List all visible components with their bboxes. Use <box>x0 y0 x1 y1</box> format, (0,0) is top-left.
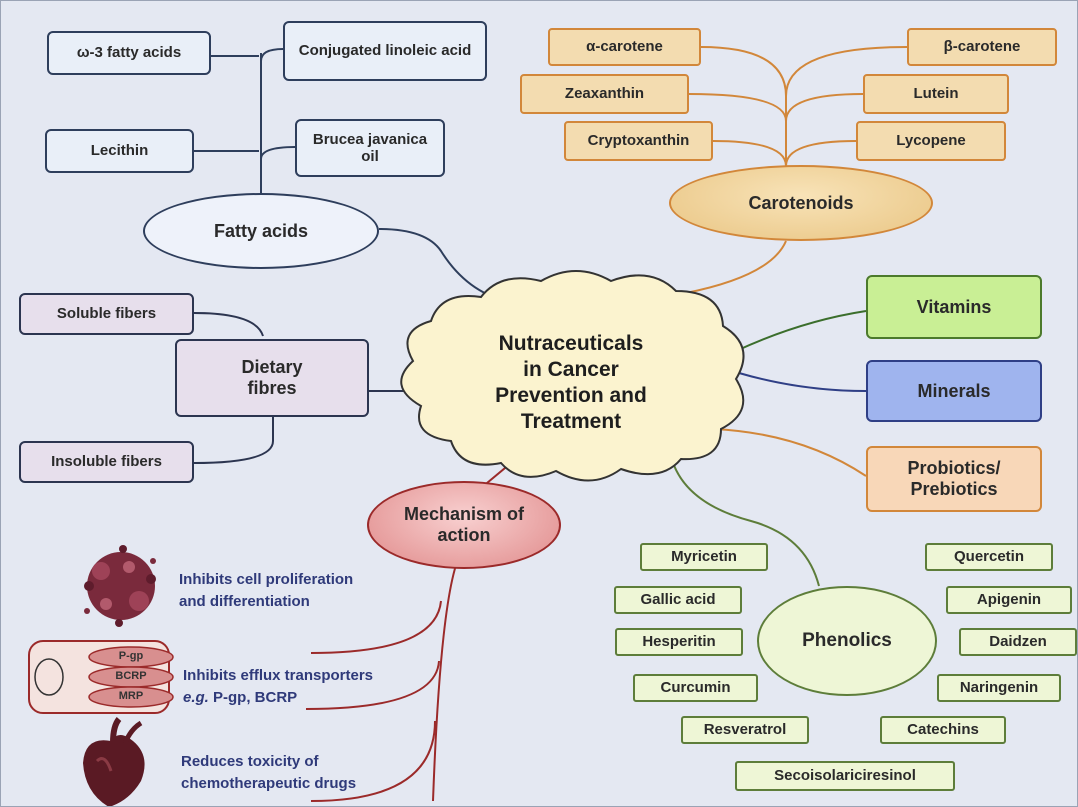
mechanism-item-2: Inhibits efflux transporters e.g. P-gp, … <box>183 665 373 709</box>
eg-rest: P-gp, BCRP <box>208 688 298 706</box>
center-title: Nutraceuticals in Cancer Prevention and … <box>441 313 701 453</box>
carotenoids-lines <box>685 46 908 294</box>
center-line-4: Treatment <box>520 410 622 434</box>
eg-prefix: e.g. <box>183 688 209 706</box>
center-line-1: Nutraceuticals <box>498 331 644 355</box>
vitamins-box: Vitamins <box>866 275 1042 339</box>
mechanism-item-3-line-1: Reduces toxicity of <box>181 753 319 770</box>
phenolic-daidzen: Daidzen <box>959 628 1077 656</box>
phenolic-naringenin: Naringenin <box>937 674 1061 702</box>
mechanism-oval: Mechanism of action <box>367 481 561 569</box>
center-cloud <box>400 270 745 482</box>
phenolics-line <box>668 445 820 587</box>
phenolic-hesperitin: Hesperitin <box>615 628 743 656</box>
phenolic-resveratrol: Resveratrol <box>681 716 809 744</box>
mrp-label: MRP <box>118 690 144 702</box>
mechanism-item-1-line-1: Inhibits cell proliferation <box>179 571 354 588</box>
lycopene-box: Lycopene <box>856 121 1006 161</box>
fibres-lines <box>193 312 409 464</box>
heart-icon <box>83 717 145 806</box>
soluble-fibers-box: Soluble fibers <box>19 293 194 335</box>
minerals-line <box>738 372 867 392</box>
mechanism-item-3-line-2: chemotherapeutic drugs <box>181 774 357 792</box>
cryptoxanthin-box: Cryptoxanthin <box>564 121 713 161</box>
mechanism-label: Mechanism of action <box>403 504 525 545</box>
fatty-acids-oval: Fatty acids <box>143 193 379 269</box>
beta-carotene-box: β-carotene <box>907 28 1057 66</box>
center-line-3: Prevention and <box>495 384 647 407</box>
lecithin-box: Lecithin <box>45 129 194 173</box>
phenolic-gallic-acid: Gallic acid <box>614 586 742 614</box>
mechanism-item-2-line-1: Inhibits efflux transporters <box>183 667 374 684</box>
phenolic-catechins: Catechins <box>880 716 1006 744</box>
insoluble-fibers-box: Insoluble fibers <box>19 441 194 483</box>
bcrp-label: BCRP <box>115 670 147 682</box>
center-line-2: in Cancer <box>523 357 619 381</box>
alpha-carotene-box: α-carotene <box>548 28 701 66</box>
mechanism-item-3: Reduces toxicity of chemotherapeutic dru… <box>181 751 356 795</box>
phenolic-curcumin: Curcumin <box>633 674 758 702</box>
mechanism-item-2-line-2: e.g. P-gp, BCRP <box>183 687 373 709</box>
pgp-label: P-gp <box>118 650 144 662</box>
brucea-box: Brucea javanica oil <box>295 119 445 177</box>
dietary-fibres-oval: Dietary fibres <box>175 339 369 417</box>
zeaxanthin-box: Zeaxanthin <box>520 74 689 114</box>
tumor-cell-icon <box>84 545 156 627</box>
efflux-cell-icon <box>28 640 174 714</box>
probiotics-box: Probiotics/ Prebiotics <box>866 446 1042 512</box>
carotenoids-oval: Carotenoids <box>669 165 933 241</box>
minerals-box: Minerals <box>866 360 1042 422</box>
phenolic-apigenin: Apigenin <box>946 586 1072 614</box>
omega3-box: ω-3 fatty acids <box>47 31 211 75</box>
phenolic-quercetin: Quercetin <box>925 543 1053 571</box>
vitamins-line <box>735 310 867 352</box>
phenolic-myricetin: Myricetin <box>640 543 768 571</box>
phenolics-oval: Phenolics <box>757 586 937 696</box>
mechanism-item-1-line-2: and differentiation <box>179 592 310 610</box>
lutein-box: Lutein <box>863 74 1009 114</box>
mechanism-item-1: Inhibits cell proliferation and differen… <box>179 569 353 613</box>
conjugated-linoleic-box: Conjugated linoleic acid <box>283 21 487 81</box>
phenolic-secoisolariciresinol: Secoisolariciresinol <box>735 761 955 791</box>
probiotics-line <box>712 428 867 477</box>
